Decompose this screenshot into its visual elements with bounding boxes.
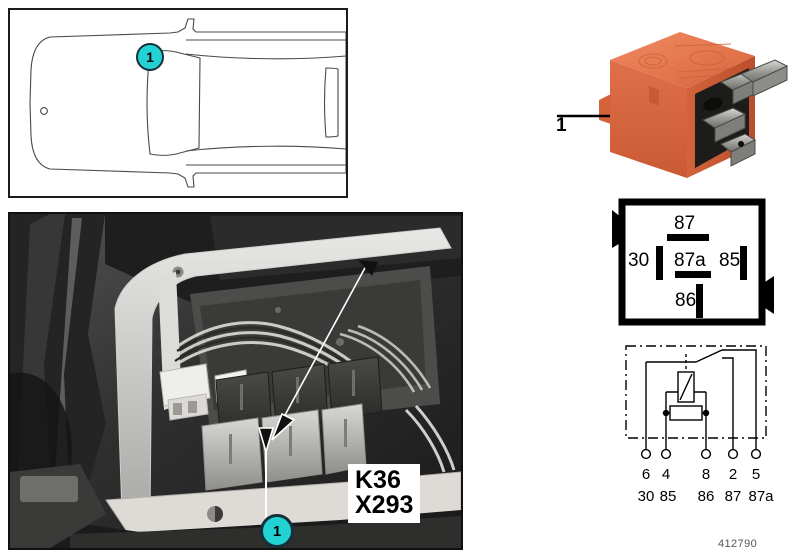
pin-label-85: 85 xyxy=(719,250,740,271)
relay-index-label: 1 xyxy=(556,115,567,136)
schematic-pin-5: 5 xyxy=(752,466,760,483)
relay-housing-boundary xyxy=(625,345,767,439)
relay-component-photo xyxy=(557,32,789,178)
schematic-pin-6: 6 xyxy=(642,466,650,483)
document-reference-code: 412790 xyxy=(718,538,758,550)
schematic-designation-30: 30 xyxy=(638,488,655,505)
vehicle-location-panel: 1 xyxy=(8,8,348,198)
resistor-symbol xyxy=(669,405,703,421)
schematic-designation-87: 87 xyxy=(725,488,742,505)
engine-bay-photograph xyxy=(10,214,461,548)
photo-callout-label: 1 xyxy=(272,522,282,540)
car-callout-1: 1 xyxy=(136,43,164,71)
schematic-pin-2: 2 xyxy=(729,466,737,483)
schematic-designation-86: 86 xyxy=(698,488,715,505)
pin-label-30: 30 xyxy=(628,250,649,271)
schematic-pin-4: 4 xyxy=(662,466,670,483)
pin-label-87a: 87a xyxy=(674,250,706,271)
pin-label-86: 86 xyxy=(675,290,696,311)
pin-blade-30 xyxy=(656,246,663,280)
engine-bay-photo-panel: 1 K36 X293 325283 xyxy=(8,212,463,550)
photo-callout-1: 1 xyxy=(260,514,294,548)
pin-blade-87 xyxy=(667,234,709,241)
relay-pin-layout-diagram: 87 30 87a 85 86 xyxy=(612,198,774,326)
pin-blade-86 xyxy=(696,284,703,318)
schematic-designation-87a: 87a xyxy=(748,488,774,505)
component-id-k36: K36 xyxy=(355,466,401,494)
vehicle-top-view-outline xyxy=(29,18,346,188)
pin-label-87: 87 xyxy=(674,213,695,234)
car-callout-label: 1 xyxy=(146,49,154,65)
pin-blade-87a xyxy=(675,271,711,278)
schematic-pin-8: 8 xyxy=(702,466,710,483)
schematic-designation-85: 85 xyxy=(660,488,677,505)
relay-circuit-schematic: 6 4 8 2 5 30 85 86 87 87a xyxy=(625,345,774,505)
component-id-x293: X293 xyxy=(355,491,414,519)
pin-blade-85 xyxy=(740,246,747,280)
component-id-label: K36 X293 xyxy=(348,464,421,523)
